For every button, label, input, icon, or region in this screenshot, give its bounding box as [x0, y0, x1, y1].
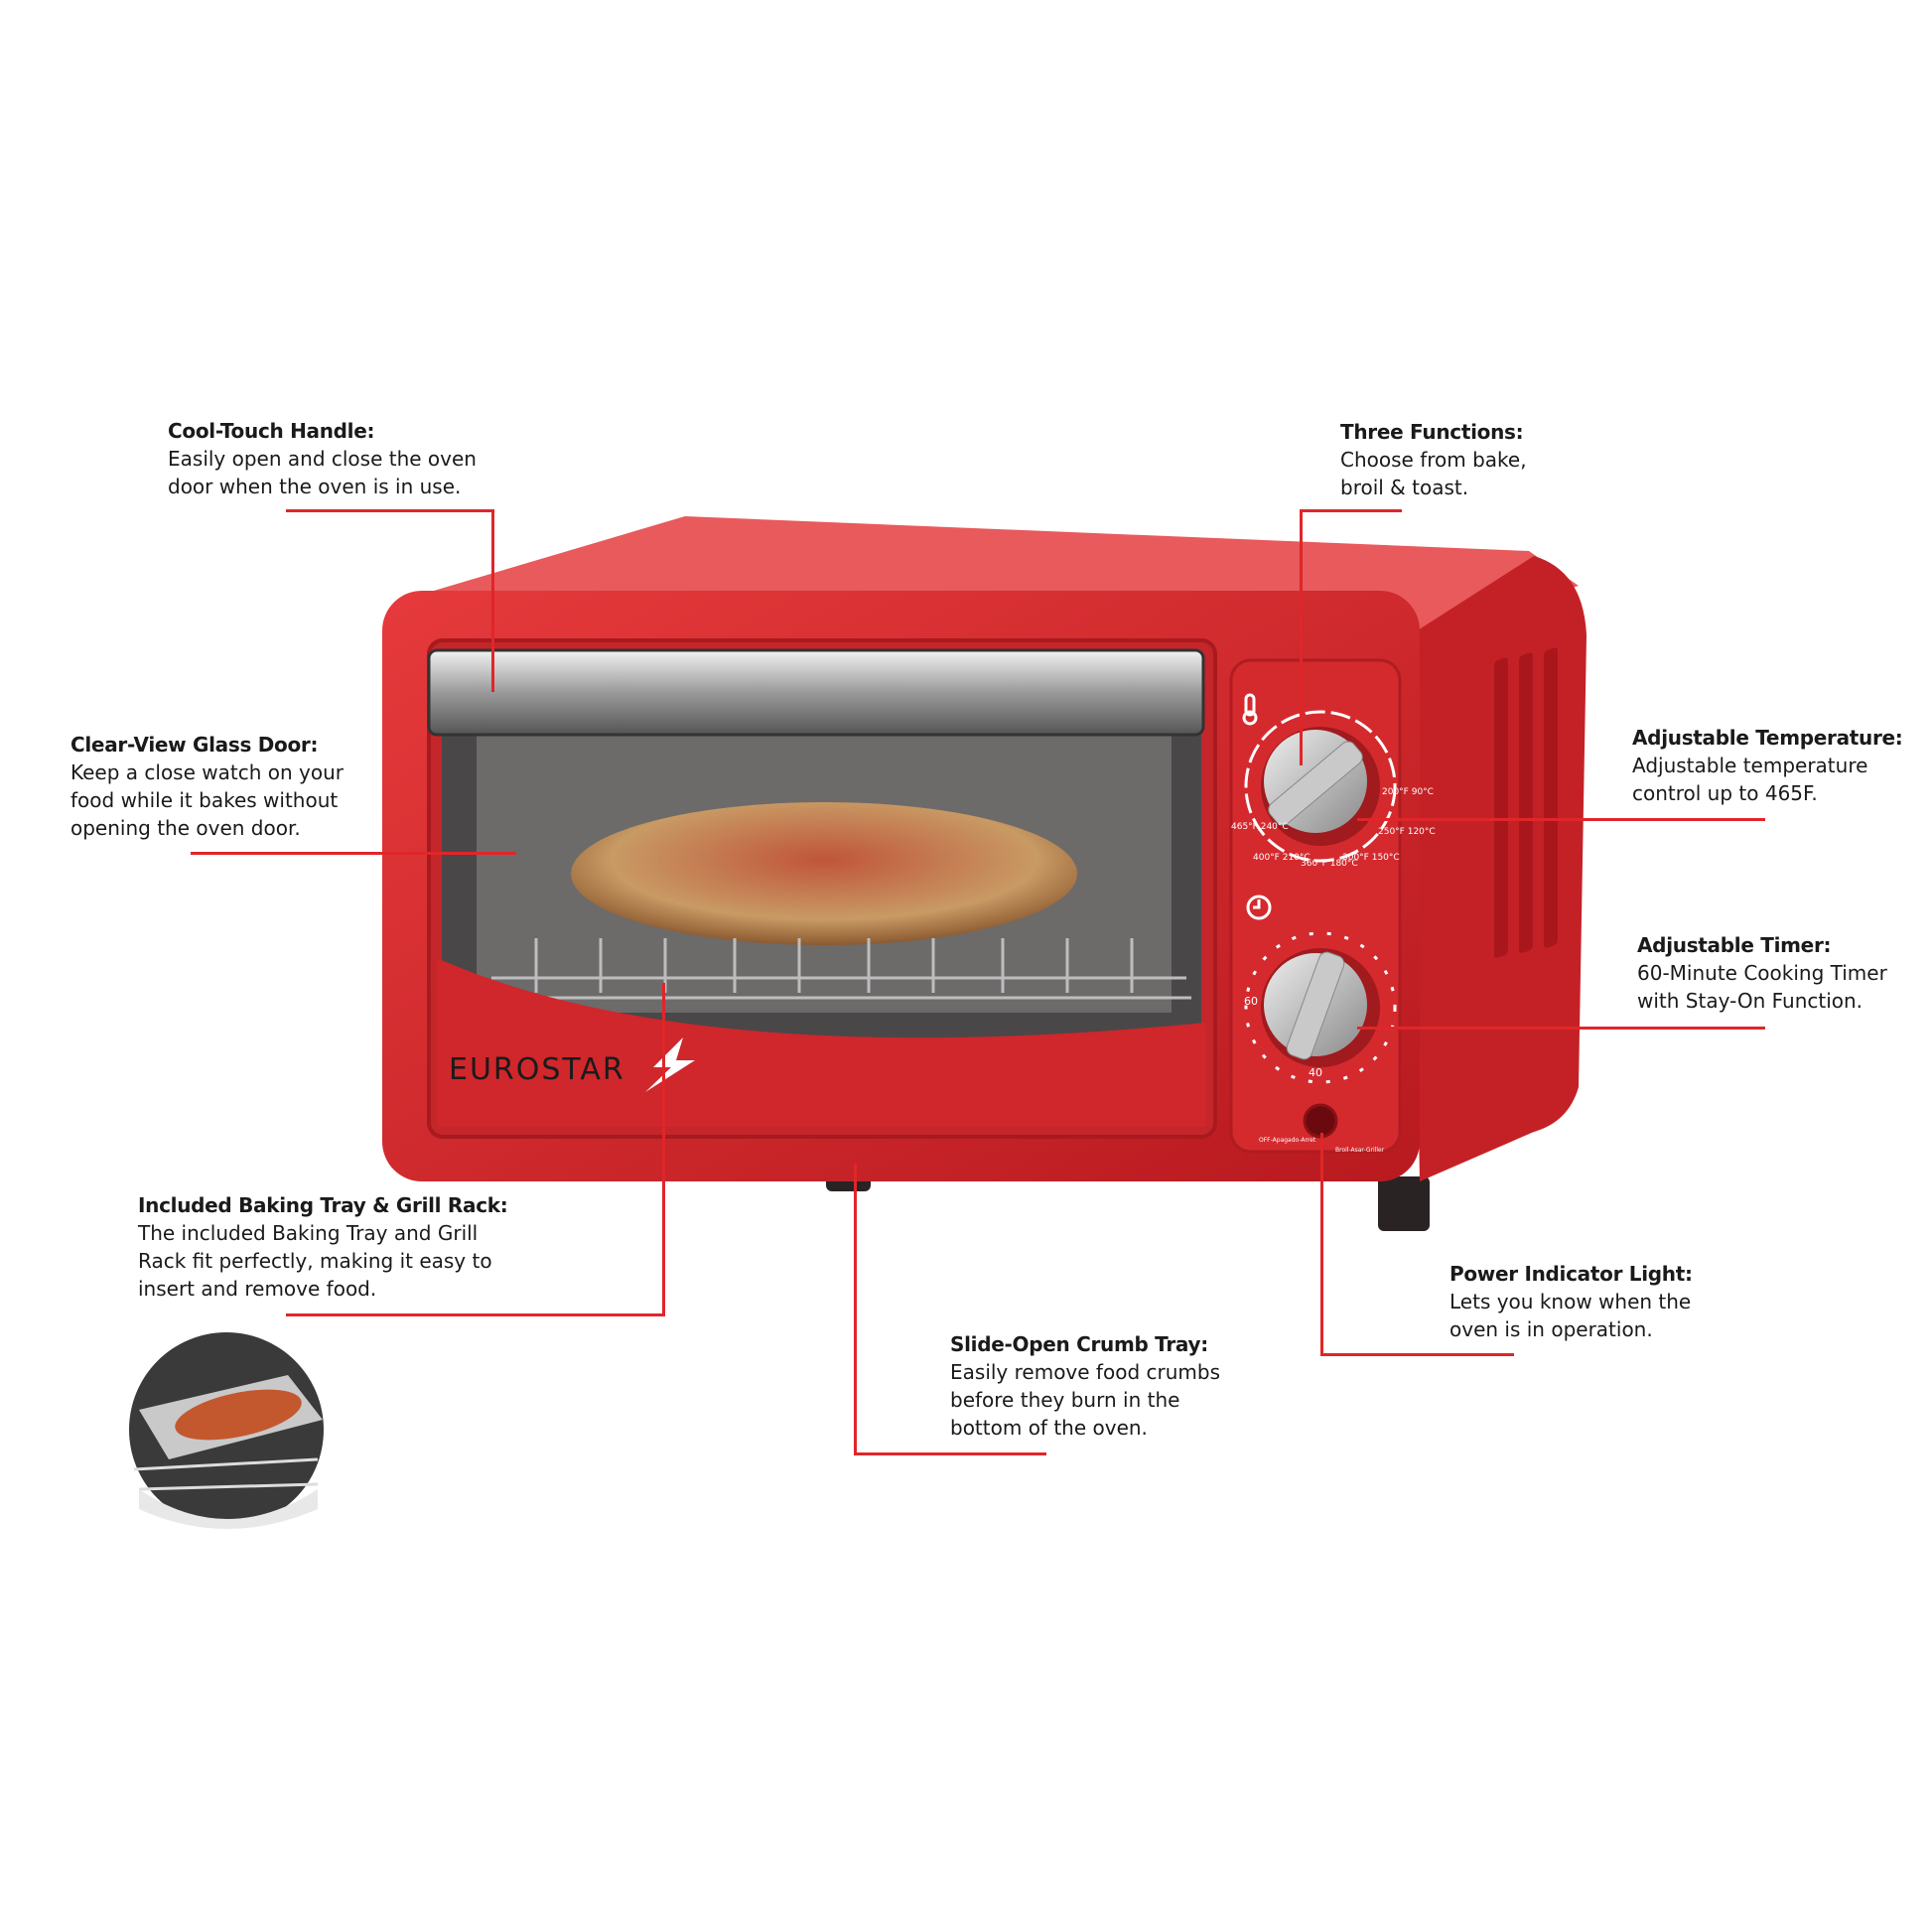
temp-label-200: 200°F 90°C	[1382, 787, 1434, 797]
callout-desc: 60-Minute Cooking Timer with Stay-On Fun…	[1637, 961, 1887, 1013]
power-leader-line	[1320, 1353, 1514, 1356]
functions-leader-line-v	[1300, 509, 1303, 765]
callout-functions: Three Functions: Choose from bake, broil…	[1340, 418, 1527, 501]
callout-desc: Easily open and close the oven door when…	[168, 447, 477, 498]
callout-title: Clear-View Glass Door:	[70, 733, 319, 757]
callout-handle: Cool-Touch Handle: Easily open and close…	[168, 417, 477, 500]
callout-desc: Adjustable temperature control up to 465…	[1632, 754, 1868, 805]
callout-desc: Choose from bake, broil & toast.	[1340, 448, 1527, 499]
timer-knob[interactable]	[1244, 931, 1397, 1084]
callout-title: Included Baking Tray & Grill Rack:	[138, 1193, 508, 1217]
callout-desc: Easily remove food crumbs before they bu…	[950, 1360, 1220, 1440]
callout-desc: The included Baking Tray and Grill Rack …	[138, 1221, 492, 1301]
callout-power-light: Power Indicator Light: Lets you know whe…	[1449, 1260, 1693, 1343]
temp-label-360: 360°F 180°C	[1301, 859, 1358, 869]
handle-leader-line	[286, 509, 494, 512]
crumb-leader-line	[854, 1452, 1046, 1455]
glass-leader-line	[191, 852, 516, 855]
functions-leader-line	[1300, 509, 1402, 512]
callout-baking-tray: Included Baking Tray & Grill Rack: The i…	[138, 1191, 508, 1303]
crumb-leader-line-v	[854, 1164, 857, 1455]
callout-title: Three Functions:	[1340, 420, 1524, 444]
callout-desc: Keep a close watch on your food while it…	[70, 760, 344, 840]
cool-touch-handle[interactable]	[427, 648, 1205, 737]
side-vents	[1494, 647, 1558, 958]
callout-timer: Adjustable Timer: 60-Minute Cooking Time…	[1637, 931, 1887, 1015]
baking-tray-inset-photo	[129, 1332, 324, 1529]
door-lower-panel	[437, 958, 1206, 1127]
temperature-knob[interactable]	[1244, 710, 1397, 863]
temp-label-250: 250°F 120°C	[1378, 827, 1436, 837]
timer-label-40: 40	[1309, 1066, 1322, 1079]
callout-crumb-tray: Slide-Open Crumb Tray: Easily remove foo…	[950, 1330, 1220, 1442]
callout-title: Cool-Touch Handle:	[168, 419, 375, 443]
callout-title: Adjustable Temperature:	[1632, 726, 1903, 750]
clock-icon	[1246, 895, 1272, 920]
callout-glass-door: Clear-View Glass Door: Keep a close watc…	[70, 731, 344, 842]
temp-label-400: 400°F 210°C	[1253, 853, 1311, 863]
temp-label-300: 300°F 150°C	[1342, 853, 1400, 863]
eurostar-logo: EUROSTAR	[449, 1052, 625, 1087]
callout-title: Slide-Open Crumb Tray:	[950, 1332, 1208, 1356]
callout-temperature: Adjustable Temperature: Adjustable tempe…	[1632, 724, 1903, 807]
thermometer-icon	[1242, 693, 1258, 726]
timer-leader-line	[1357, 1027, 1765, 1030]
temp-label-465: 465°F 240°C	[1231, 822, 1289, 832]
callout-title: Adjustable Timer:	[1637, 933, 1832, 957]
callout-title: Power Indicator Light:	[1449, 1262, 1693, 1286]
callout-desc: Lets you know when the oven is in operat…	[1449, 1290, 1692, 1341]
grill-rack	[477, 938, 1191, 1000]
logo-bolt-icon	[645, 1037, 695, 1092]
pizza	[571, 802, 1077, 945]
timer-label-60: 60	[1244, 995, 1258, 1008]
off-label: OFF-Apagado-Arret	[1259, 1137, 1316, 1144]
tray-leader-line	[286, 1313, 665, 1316]
tray-leader-line-v	[662, 983, 665, 1316]
handle-leader-line-v	[491, 509, 494, 692]
temperature-leader-line	[1357, 818, 1765, 821]
power-leader-line-v	[1320, 1133, 1323, 1356]
broil-label: Broil-Asar-Griller	[1335, 1147, 1385, 1154]
